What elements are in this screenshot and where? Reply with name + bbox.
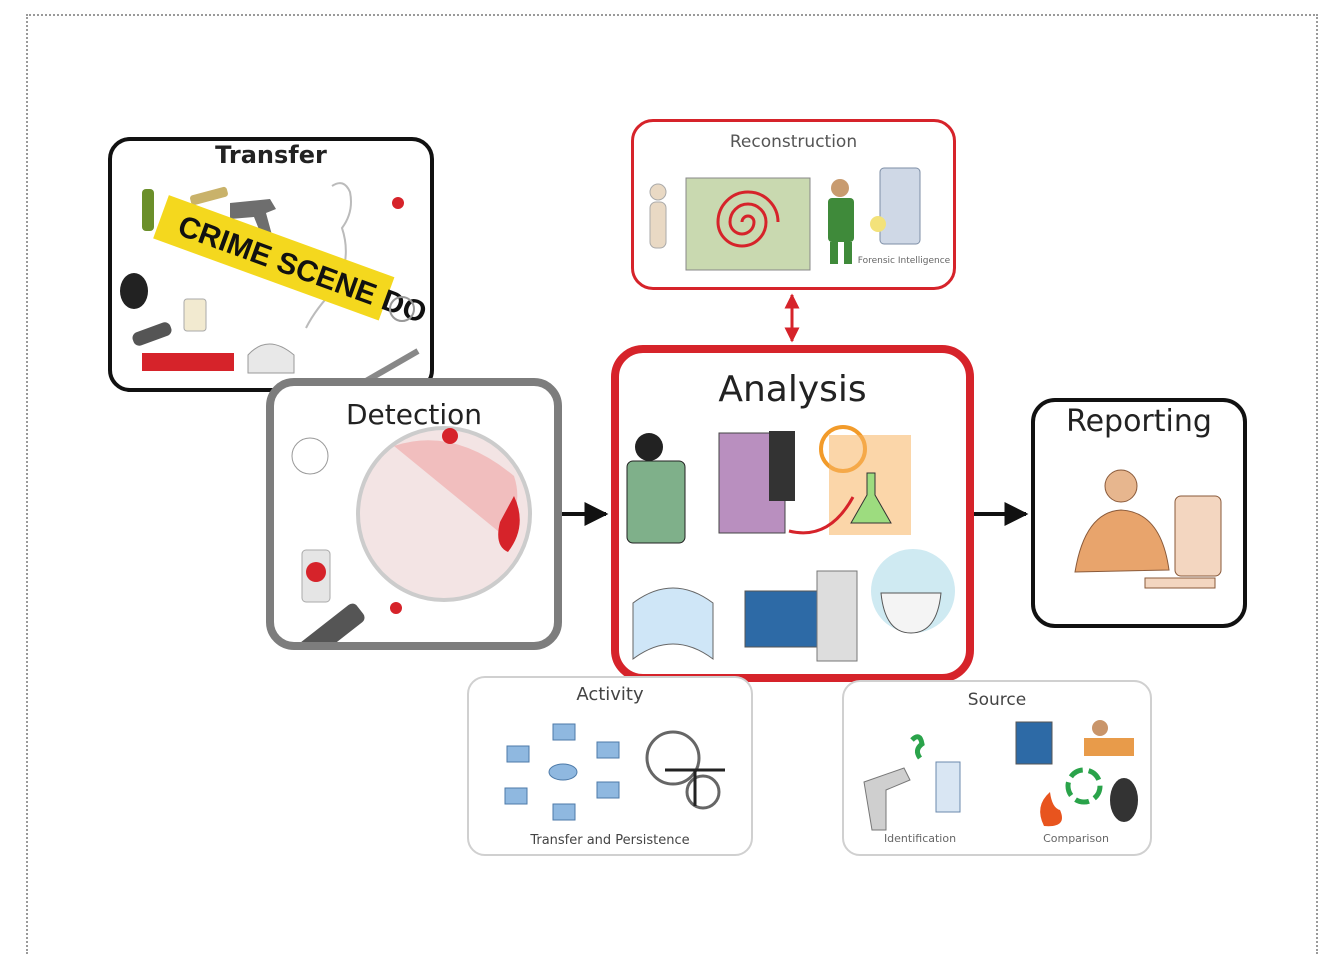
person-head — [1104, 469, 1138, 503]
transfer-node: Transfer CRIME SCENE DO — [108, 137, 434, 392]
scientist-icon — [626, 460, 686, 544]
jar-icon — [183, 298, 207, 332]
fire-icon — [1040, 792, 1062, 827]
svg-text:Identification: Identification — [884, 832, 956, 845]
dna-icon — [910, 734, 925, 760]
instrument-icon — [769, 431, 795, 501]
svg-text:Forensic Intelligence: Forensic Intelligence — [858, 256, 951, 266]
lightbulb-icon — [870, 216, 886, 232]
officer-icon — [828, 198, 854, 242]
svg-text:CRIME SCENE DO: CRIME SCENE DO — [174, 210, 430, 331]
source-node: Source Identification Comparison — [842, 680, 1152, 856]
detection-title: Detection — [345, 398, 483, 431]
flashlight-icon — [132, 322, 172, 346]
revolver-icon — [230, 199, 276, 237]
knife-icon — [364, 348, 420, 384]
source-illustration: Identification Comparison — [863, 720, 1138, 845]
monitor-icon — [1174, 495, 1222, 577]
sketch-icon — [291, 437, 329, 475]
reconstruction-illustration: Forensic Intelligence — [649, 167, 951, 271]
person-desk-icon — [1084, 738, 1134, 756]
svg-text:Comparison: Comparison — [1043, 832, 1109, 845]
activity-title: Activity — [576, 684, 644, 705]
reporting-node: Reporting — [1031, 398, 1247, 628]
computer-tower-icon — [816, 570, 858, 662]
detection-node: Detection — [266, 378, 562, 650]
detection-illustration — [274, 426, 532, 642]
spiral-icon — [716, 190, 780, 248]
id-monitor-icon — [1015, 721, 1053, 765]
svg-text:Transfer and Persistence: Transfer and Persistence — [529, 833, 689, 848]
transfer-title: Transfer — [215, 141, 327, 169]
reporting-illustration — [1074, 469, 1222, 589]
tire-icon — [1110, 778, 1138, 822]
network-nodes — [504, 723, 620, 821]
recycle-icon — [1065, 767, 1103, 805]
mask-icon — [120, 273, 148, 309]
database-icon — [935, 761, 961, 813]
book-icon — [632, 587, 714, 660]
magnifier-handle — [274, 603, 365, 642]
server-icon — [879, 167, 921, 245]
scanner-icon — [863, 767, 911, 831]
crime-scene-illustration: CRIME SCENE DO — [120, 182, 430, 384]
mortar-pestle-icon — [880, 592, 942, 634]
gear-icon — [645, 730, 701, 786]
analysis-node: Analysis — [611, 345, 974, 682]
reconstruction-node: Reconstruction Forensic Intelligence — [631, 119, 956, 290]
cuff-icon — [389, 296, 415, 322]
monitor-icon — [744, 590, 822, 648]
evidence-tag — [142, 353, 234, 371]
bottle-icon — [142, 189, 154, 231]
blood-stain — [392, 197, 404, 209]
reconstruction-title: Reconstruction — [729, 132, 858, 152]
activity-node: Activity Transfer and Persistence — [467, 676, 753, 856]
businessman-icon — [1074, 509, 1170, 573]
flask-icon — [850, 472, 892, 524]
network-illustration: Transfer and Persistence — [504, 723, 725, 848]
source-title: Source — [967, 690, 1027, 710]
keyboard-icon — [1144, 577, 1216, 589]
fingerprint-mark — [390, 602, 402, 614]
bullet-icon — [190, 186, 228, 206]
bag-icon — [247, 343, 295, 374]
mannequin-icon — [649, 201, 667, 249]
blood-stain — [498, 496, 520, 552]
analysis-illustration — [626, 425, 955, 662]
dotted-frame — [26, 14, 1318, 954]
analysis-title: Analysis — [718, 369, 867, 410]
reporting-title: Reporting — [1066, 404, 1212, 439]
